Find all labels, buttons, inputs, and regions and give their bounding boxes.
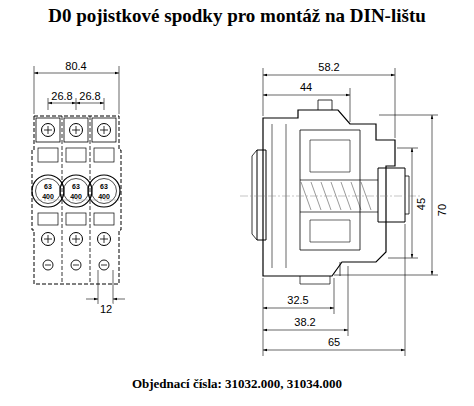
dimension-value: 80.4	[64, 61, 87, 72]
dimension-value: 65	[327, 337, 341, 348]
dimension-value: 38.2	[293, 317, 316, 328]
fuse-rating: 400	[42, 193, 54, 200]
dimension-value: 32.5	[286, 295, 309, 306]
dimension-value: 26.8	[78, 91, 101, 102]
dimension-value: 70	[437, 203, 448, 217]
fuse-rating: 63	[72, 183, 80, 190]
dimension-value: 26.8	[50, 91, 73, 102]
order-numbers-caption: Objednací čísla: 31032.000, 31034.000	[0, 377, 474, 390]
dimension-value: 45	[416, 197, 427, 211]
dimension-value: 44	[299, 82, 313, 93]
fuse-rating: 63	[100, 183, 108, 190]
fuse-rating: 400	[98, 193, 110, 200]
fuse-rating: 63	[44, 183, 52, 190]
fuse-rating: 400	[70, 193, 82, 200]
page-title: D0 pojistkové spodky pro montáž na DIN-l…	[0, 6, 474, 25]
dimension-value: 58.2	[317, 62, 340, 73]
dimension-value: 12	[99, 304, 113, 315]
